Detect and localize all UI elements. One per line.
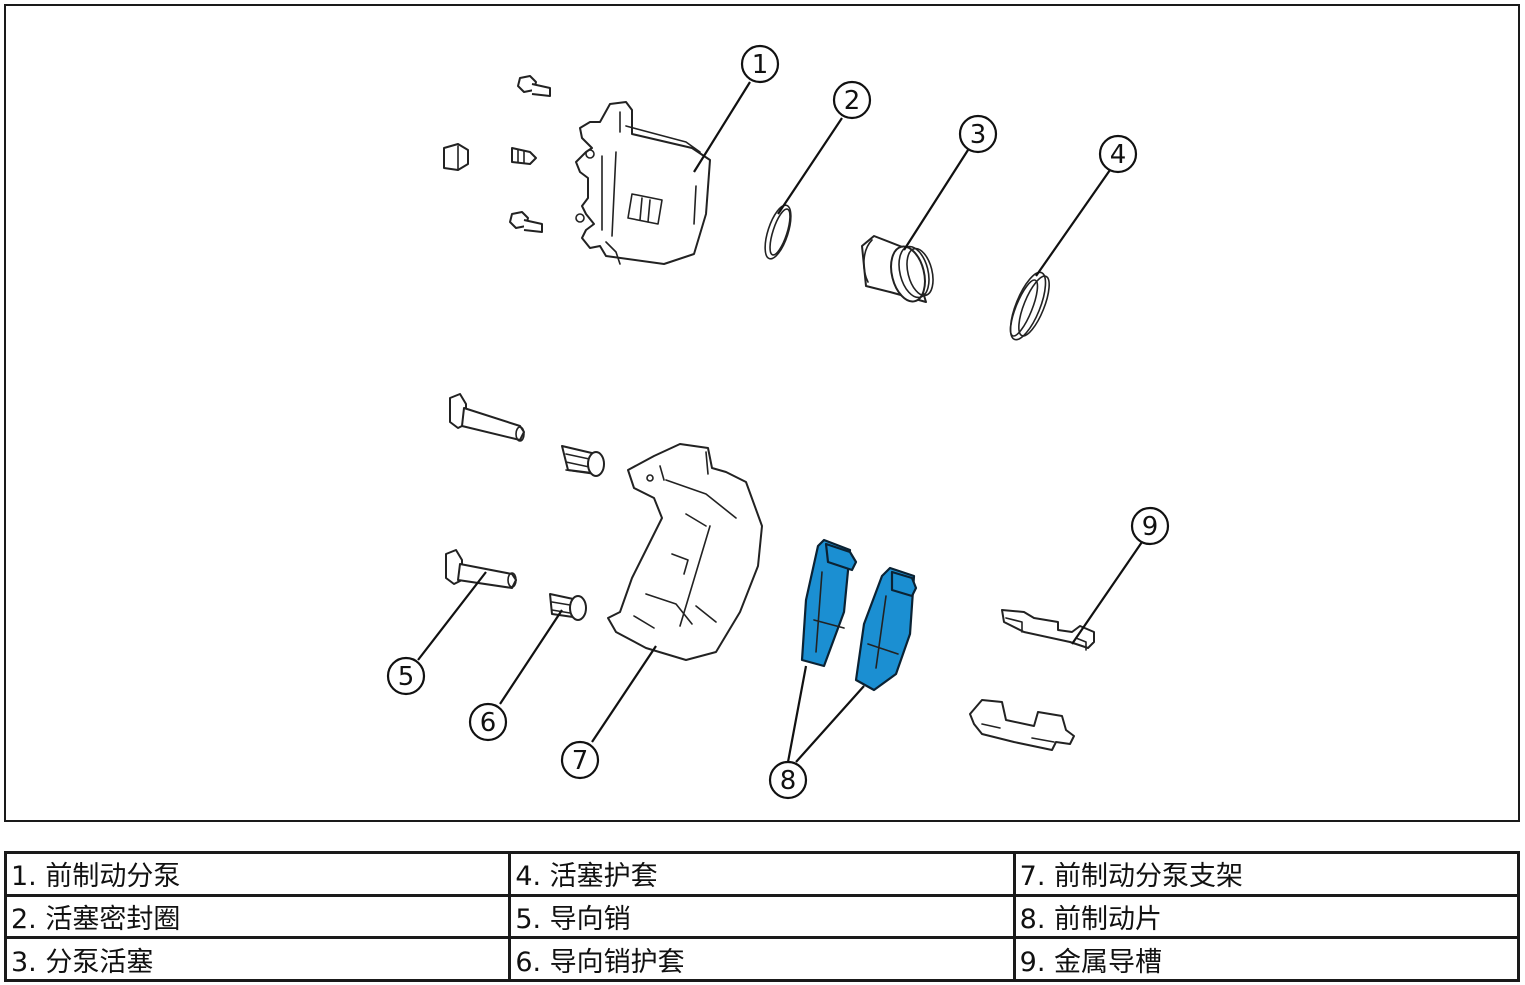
legend-cell: 2. 活塞密封圈 xyxy=(3,893,512,940)
brake-pad-inner xyxy=(800,538,858,668)
svg-text:3: 3 xyxy=(970,120,987,150)
caliper-bracket-part xyxy=(607,443,763,661)
guide-pin-boot-lower xyxy=(549,593,587,621)
bleeder-cap xyxy=(443,143,469,171)
caliper-bolt-lower xyxy=(509,211,543,233)
exploded-view-diagram: 1 2 3 4 5 6 7 8 9 xyxy=(4,4,1520,822)
legend-row: 1. 前制动分泵 4. 活塞护套 7. 前制动分泵支架 xyxy=(3,851,1521,897)
svg-text:6: 6 xyxy=(480,708,497,738)
legend-cell: 4. 活塞护套 xyxy=(508,851,1016,897)
pad-clip-upper xyxy=(1001,609,1095,651)
guide-pin-lower xyxy=(445,549,517,589)
legend-cell: 9. 金属导槽 xyxy=(1012,936,1521,982)
pad-clip-lower xyxy=(969,699,1075,751)
legend-cell: 7. 前制动分泵支架 xyxy=(1012,851,1521,897)
svg-text:1: 1 xyxy=(752,50,769,80)
callout-1: 1 xyxy=(740,44,780,84)
legend-row: 2. 活塞密封圈 5. 导向销 8. 前制动片 xyxy=(3,893,1521,940)
leader-lines xyxy=(417,81,1143,763)
svg-text:2: 2 xyxy=(844,86,861,116)
svg-text:7: 7 xyxy=(572,746,589,776)
guide-pin-boot-upper xyxy=(561,445,605,477)
svg-text:9: 9 xyxy=(1142,512,1159,542)
brake-pad-outer xyxy=(854,566,918,692)
svg-text:4: 4 xyxy=(1110,140,1127,170)
piston-seal-part xyxy=(764,204,792,260)
svg-text:5: 5 xyxy=(398,662,415,692)
legend-cell: 1. 前制动分泵 xyxy=(3,851,512,897)
svg-text:8: 8 xyxy=(780,766,797,796)
callout-7: 7 xyxy=(560,740,600,780)
legend-cell: 5. 导向销 xyxy=(508,893,1016,940)
callout-6: 6 xyxy=(468,702,508,742)
caliper-bolt-upper xyxy=(517,75,551,97)
callout-9: 9 xyxy=(1130,506,1170,546)
callout-5: 5 xyxy=(386,656,426,696)
caliper-part xyxy=(443,75,711,265)
bleeder-screw xyxy=(511,147,537,165)
callout-8: 8 xyxy=(768,760,808,800)
guide-pin-upper xyxy=(449,393,525,442)
callout-3: 3 xyxy=(958,114,998,154)
legend-cell: 6. 导向销护套 xyxy=(508,936,1016,982)
parts-legend-table: 1. 前制动分泵 4. 活塞护套 7. 前制动分泵支架 2. 活塞密封圈 5. … xyxy=(3,851,1521,982)
callout-2: 2 xyxy=(832,80,872,120)
piston-part xyxy=(861,235,934,303)
piston-boot-part xyxy=(1009,271,1050,341)
legend-row: 3. 分泵活塞 6. 导向销护套 9. 金属导槽 xyxy=(3,936,1521,982)
legend-cell: 3. 分泵活塞 xyxy=(3,936,512,982)
legend-cell: 8. 前制动片 xyxy=(1012,893,1521,940)
callout-4: 4 xyxy=(1098,134,1138,174)
